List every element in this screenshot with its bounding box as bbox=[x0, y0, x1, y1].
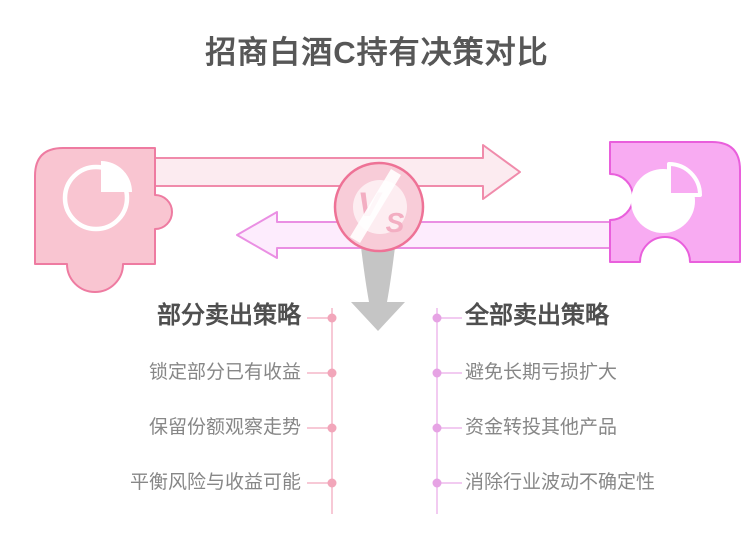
pie-chart-icon-right bbox=[631, 162, 702, 233]
list-item: 资金转投其他产品 bbox=[465, 417, 618, 438]
right-connector-line bbox=[432, 308, 462, 514]
list-item: 避免长期亏损扩大 bbox=[465, 362, 618, 383]
connector-dot bbox=[327, 313, 337, 323]
connector-dot bbox=[432, 368, 442, 378]
vs-lightning-slash bbox=[350, 169, 401, 243]
pie-chart-icon-left bbox=[62, 161, 132, 232]
right-column-heading: 全部卖出策略 bbox=[465, 302, 609, 329]
connector-dot bbox=[432, 313, 442, 323]
left-connector-line bbox=[307, 308, 337, 514]
connector-dot bbox=[327, 423, 337, 433]
vs-letter-s: S bbox=[386, 207, 405, 238]
connector-dot bbox=[432, 478, 442, 488]
left-arrow bbox=[236, 211, 613, 259]
list-item: 锁定部分已有收益 bbox=[148, 362, 301, 383]
list-item: 保留份额观察走势 bbox=[148, 417, 301, 438]
right-arrow bbox=[151, 144, 521, 200]
left-column-heading: 部分卖出策略 bbox=[157, 302, 301, 329]
page-title: 招商白酒C持有决策对比 bbox=[205, 35, 549, 70]
list-item: 平衡风险与收益可能 bbox=[129, 472, 301, 493]
list-item: 消除行业波动不确定性 bbox=[465, 472, 656, 493]
down-arrow-icon bbox=[351, 247, 405, 331]
connector-dot bbox=[327, 478, 337, 488]
vs-badge: V S bbox=[333, 161, 425, 253]
connector-dot bbox=[327, 368, 337, 378]
connector-dot bbox=[432, 423, 442, 433]
